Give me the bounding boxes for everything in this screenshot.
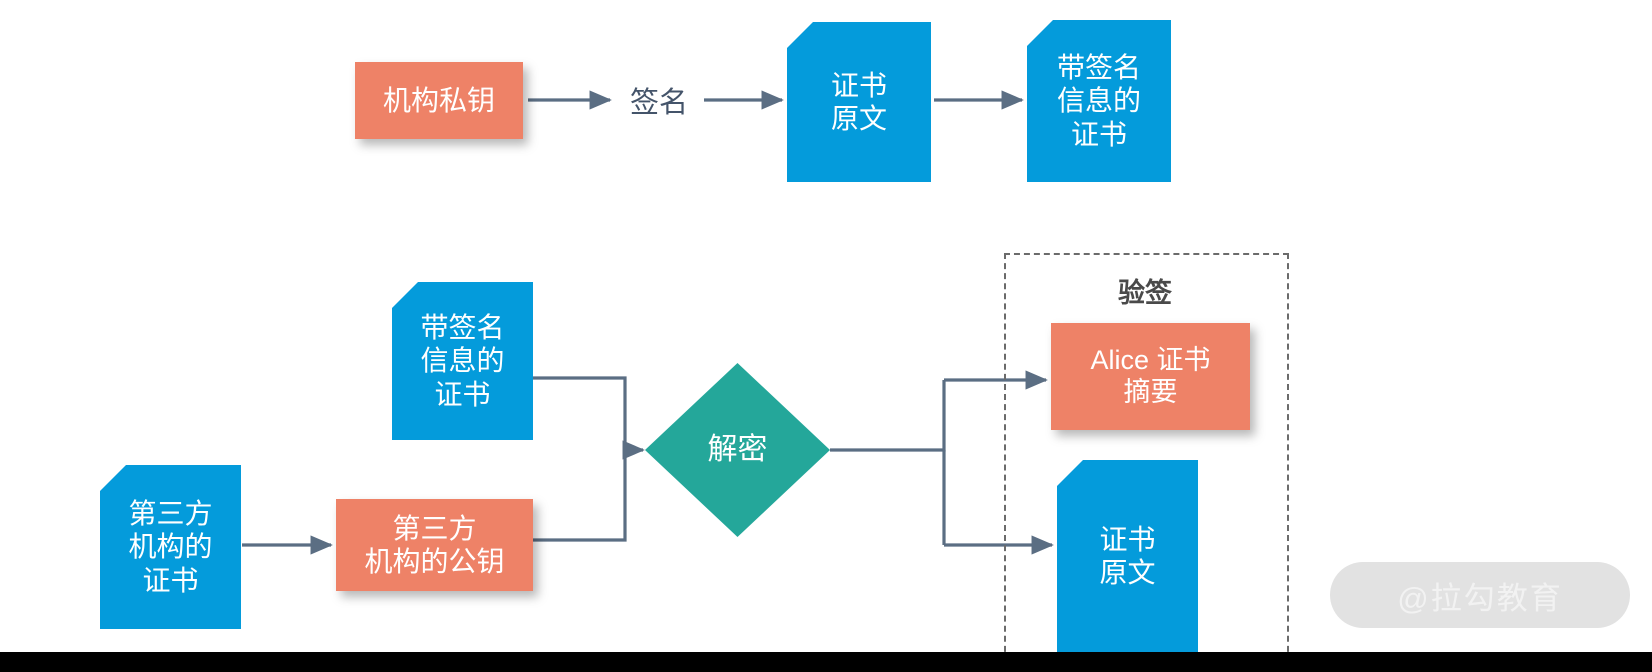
- merge-line-pubkey: [533, 450, 627, 542]
- node-alice-cert-digest[interactable]: Alice 证书 摘要: [1051, 323, 1250, 430]
- node-third-party-cert[interactable]: 第三方 机构的 证书: [100, 465, 241, 629]
- node-cert-plaintext-bottom[interactable]: 证书 原文: [1057, 460, 1198, 652]
- group-title-verify: 验签: [1118, 277, 1172, 308]
- node-decrypt[interactable]: 解密: [645, 363, 830, 537]
- bottom-black-bar: [0, 652, 1652, 672]
- watermark-badge: @拉勾教育: [1330, 562, 1630, 628]
- split-line-decrypt: [830, 380, 946, 452]
- label-sign: 签名: [629, 87, 688, 119]
- node-signed-cert-bottom[interactable]: 带签名 信息的 证书: [392, 282, 533, 440]
- node-cert-plaintext-top[interactable]: 证书 原文: [787, 22, 931, 182]
- node-ca-private-key[interactable]: 机构私钥: [355, 62, 523, 139]
- node-third-party-public-key[interactable]: 第三方 机构的公钥: [336, 499, 533, 591]
- node-signed-cert-top[interactable]: 带签名 信息的 证书: [1027, 20, 1171, 182]
- merge-line-signedcert: [533, 376, 627, 450]
